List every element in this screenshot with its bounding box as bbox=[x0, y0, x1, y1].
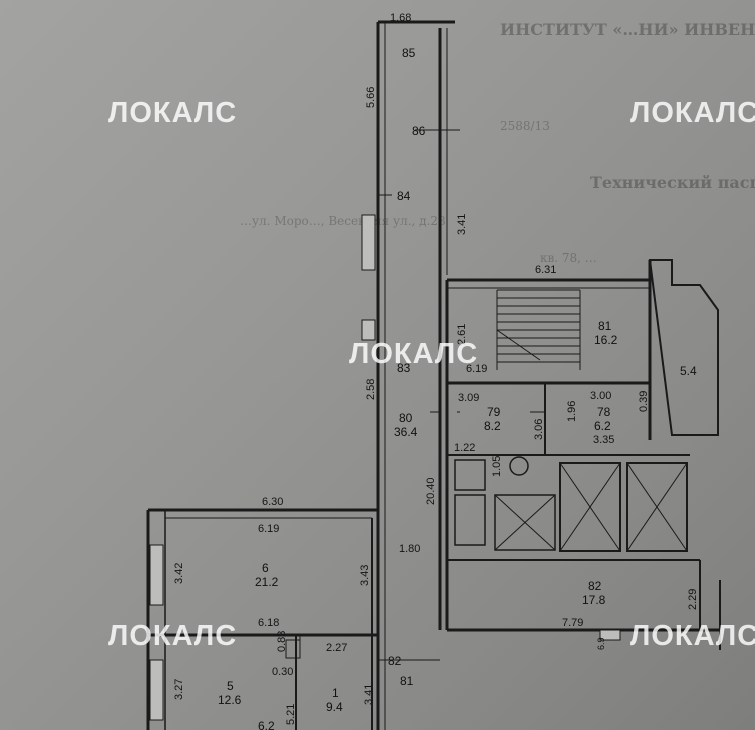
watermark-center: ЛОКАЛС bbox=[349, 338, 479, 370]
room-84-label: 84 bbox=[397, 189, 411, 203]
dim-20-40: 20.40 bbox=[425, 477, 437, 505]
walls bbox=[146, 20, 721, 730]
room-85-label: 85 bbox=[402, 46, 416, 60]
dim-5-4: 5.4 bbox=[680, 364, 697, 378]
dim-2-61: 2.61 bbox=[456, 324, 468, 345]
dim-5-66: 5.66 bbox=[365, 87, 377, 108]
room-82-area: 17.8 bbox=[582, 593, 606, 607]
room-5-label: 5 bbox=[227, 679, 234, 693]
room-1-area: 9.4 bbox=[326, 700, 343, 714]
dimension-lines bbox=[299, 129, 545, 661]
dim-0-83: 0.83 bbox=[276, 631, 288, 652]
dim-3-41-upper: 3.41 bbox=[456, 214, 468, 235]
room-79-area: 8.2 bbox=[484, 419, 501, 433]
dim-7-79: 7.79 bbox=[562, 617, 583, 629]
room-6-area: 21.2 bbox=[255, 575, 279, 589]
dim-1-05: 1.05 bbox=[491, 456, 503, 477]
dim-3-09: 3.09 bbox=[458, 392, 479, 404]
faint-row2: кв. 78, … bbox=[540, 251, 597, 265]
dim-2-58: 2.58 bbox=[365, 379, 377, 400]
room-83-label: 83 bbox=[397, 361, 411, 375]
windows bbox=[149, 214, 621, 721]
room-82-label: 82 bbox=[588, 579, 602, 593]
dim-1-68: 1.68 bbox=[390, 12, 411, 24]
dim-0-39: 0.39 bbox=[638, 391, 650, 412]
dim-6-19-room6: 6.19 bbox=[258, 523, 279, 535]
dim-1-96: 1.96 bbox=[566, 401, 578, 422]
dim-3-00: 3.00 bbox=[590, 390, 611, 402]
dim-0-30: 0.30 bbox=[272, 666, 293, 678]
room-81-label: 81 bbox=[598, 319, 612, 333]
faint-number-text: 2588/13 bbox=[500, 119, 550, 133]
faint-doc-title: Технический паспорт на квар… bbox=[590, 173, 755, 192]
dim-3-27: 3.27 bbox=[173, 679, 185, 700]
dim-6-30: 6.30 bbox=[262, 496, 283, 508]
room-5-area: 12.6 bbox=[218, 693, 242, 707]
faint-org-text: ИНСТИТУТ «…НИ» ИНВЕНТАРИЗАЦИЯ bbox=[500, 20, 755, 39]
dim-5-21: 5.21 bbox=[285, 704, 297, 725]
dim-3-43: 3.43 bbox=[359, 565, 371, 586]
dim-2-27: 2.27 bbox=[326, 642, 347, 654]
dim-3-42: 3.42 bbox=[173, 563, 185, 584]
room-6-2-partial: 6.2 bbox=[258, 719, 275, 730]
dim-6-31: 6.31 bbox=[535, 264, 556, 276]
room-86-label: 86 bbox=[412, 124, 426, 138]
watermark-top-left: ЛОКАЛС bbox=[108, 97, 238, 129]
dim-3-06: 3.06 bbox=[533, 419, 545, 440]
dim-6-19-mid: 6.19 bbox=[466, 363, 487, 375]
room-82-small-label: 82 bbox=[388, 654, 402, 668]
room-81-area: 16.2 bbox=[594, 333, 618, 347]
faint-row1: …ул. Моро…, Весенняя ул., д.28 bbox=[240, 214, 446, 228]
dim-3-41-lower: 3.41 bbox=[363, 684, 375, 705]
room-78-area: 6.2 bbox=[594, 419, 611, 433]
room-78-label: 78 bbox=[597, 405, 611, 419]
room-6-label: 6 bbox=[262, 561, 269, 575]
room-81-small-label: 81 bbox=[400, 674, 414, 688]
dim-6-18: 6.18 bbox=[258, 617, 279, 629]
watermark-bottom-left: ЛОКАЛС bbox=[108, 620, 238, 652]
dim-2-29: 2.29 bbox=[687, 589, 699, 610]
dim-3-35: 3.35 bbox=[593, 434, 614, 446]
room-80-area: 36.4 bbox=[394, 425, 418, 439]
dim-1-22: 1.22 bbox=[454, 442, 475, 454]
dim-1-80: 1.80 bbox=[399, 543, 420, 555]
room-79-label: 79 bbox=[487, 405, 501, 419]
watermark-bottom-right: ЛОКАЛС bbox=[630, 620, 755, 652]
dim-6-9: 6.9 bbox=[596, 637, 606, 650]
room-1-label: 1 bbox=[332, 686, 339, 700]
room-80-label: 80 bbox=[399, 411, 413, 425]
watermark-top-right: ЛОКАЛС bbox=[630, 97, 755, 129]
